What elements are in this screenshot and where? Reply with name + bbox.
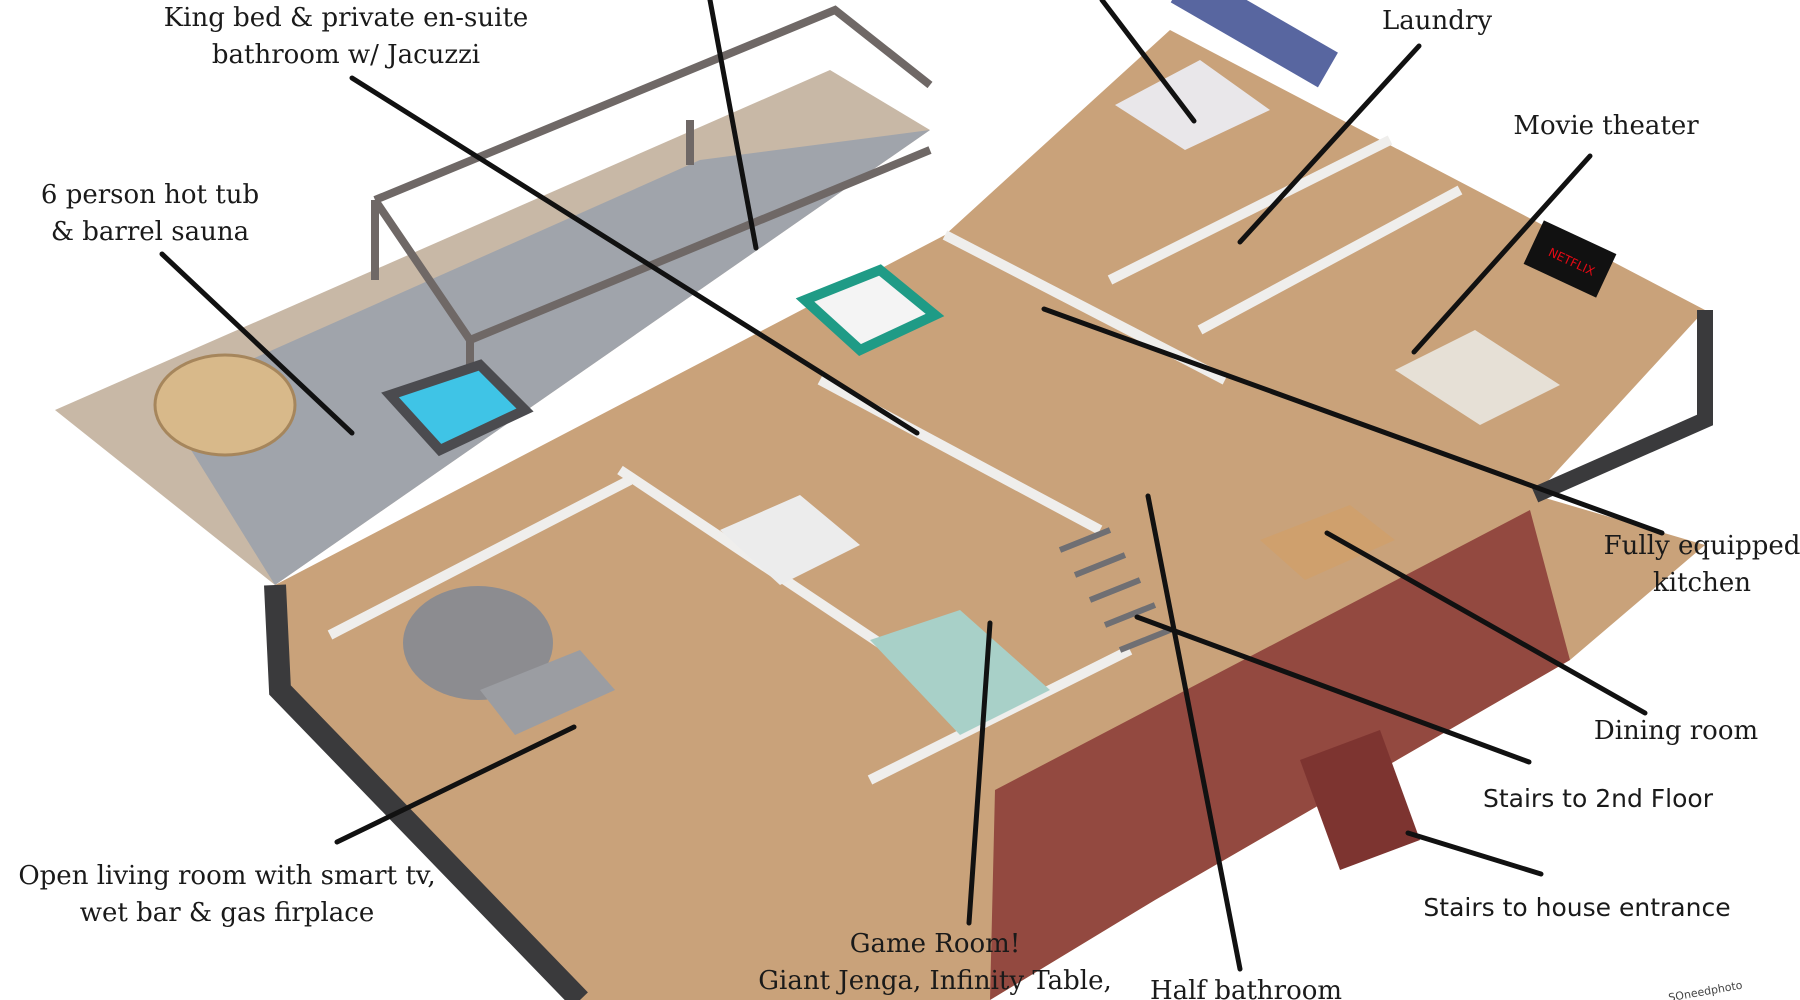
label-game-room: Game Room! Giant Jenga, Infinity Table, [758,926,1112,1000]
label-living-room: Open living room with smart tv, wet bar … [18,858,435,932]
master-bed [1115,60,1270,150]
label-line: 6 person hot tub [40,180,260,210]
stairs-2nd-floor [1058,527,1172,653]
label-line: & barrel sauna [50,217,250,247]
barrel-sauna [153,353,297,457]
entrance-stairs [1300,730,1420,870]
label-master-suite: King bed & private en-suite bathroom w/ … [164,0,529,74]
label-line: bathroom w/ Jacuzzi [211,40,481,70]
accent-wall [1170,0,1338,88]
label-hot-tub: 6 person hot tub & barrel sauna [41,177,259,251]
label-line: Open living room with smart tv, [18,861,436,891]
tv-screen [1523,220,1617,298]
hot-tub [381,359,534,457]
label-line: Game Room! [849,929,1021,959]
label-line: wet bar & gas firplace [79,898,375,928]
theater-rug [1395,330,1560,425]
front-deck [990,510,1570,1000]
exterior-wall [264,584,588,1000]
patio [160,130,930,585]
exterior-wall-right [1531,310,1713,503]
label-dining-room: Dining room [1593,716,1759,746]
house-floor [275,30,1705,1000]
sofa [480,650,615,735]
jacuzzi [795,264,945,356]
round-rug [403,586,553,700]
label-line: kitchen [1653,568,1751,598]
label-stairs-entrance: Stairs to house entrance [1423,893,1731,922]
label-kitchen: Fully equipped kitchen [1604,528,1800,602]
label-line: King bed & private en-suite [163,3,529,33]
label-half-bathroom: Half bathroom [1149,976,1343,1000]
label-stairs-2nd-floor: Stairs to 2nd Floor [1483,784,1713,813]
dining-table [1260,505,1395,580]
label-laundry: Laundry [1381,6,1493,36]
leader-lines [159,0,1665,972]
label-movie-theater: Movie theater [1513,111,1699,141]
label-line: Giant Jenga, Infinity Table, [758,966,1112,996]
bedroom-bed [720,495,860,585]
label-line: Fully equipped [1603,531,1800,561]
game-room-rug [870,610,1050,735]
